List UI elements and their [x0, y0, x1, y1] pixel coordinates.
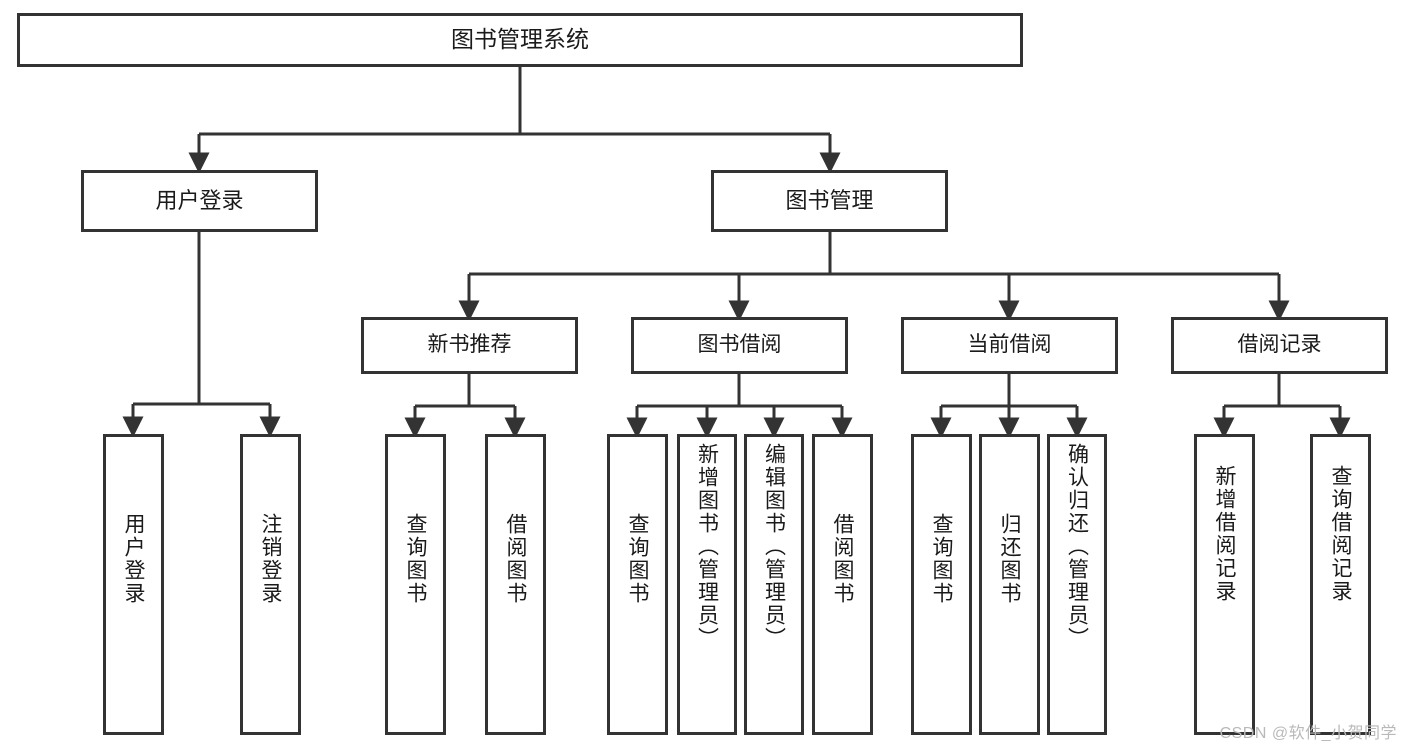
leaf-new-book-query-books[interactable]: 查询图书 [385, 434, 446, 735]
node-label: 新增图书（管理员） [695, 443, 719, 650]
leaf-user-login-login[interactable]: 用户登录 [103, 434, 164, 735]
leaf-current-borrow-confirm-return-admin[interactable]: 确认归还（管理员） [1047, 434, 1107, 735]
node-label: 查询图书 [626, 513, 649, 605]
node-book-borrowing[interactable]: 图书借阅 [631, 317, 848, 374]
leaf-current-borrow-query-books[interactable]: 查询图书 [911, 434, 972, 735]
node-label: 新书推荐 [427, 333, 512, 357]
node-current-borrowing[interactable]: 当前借阅 [901, 317, 1118, 374]
node-new-book-recommendation[interactable]: 新书推荐 [361, 317, 578, 374]
leaf-new-book-borrow-books[interactable]: 借阅图书 [485, 434, 546, 735]
leaf-book-borrow-add-book-admin[interactable]: 新增图书（管理员） [677, 434, 737, 735]
node-book-management[interactable]: 图书管理 [711, 170, 948, 232]
node-label: 注销登录 [259, 513, 282, 605]
leaf-book-borrow-edit-book-admin[interactable]: 编辑图书（管理员） [744, 434, 804, 735]
node-label: 确认归还（管理员） [1065, 443, 1089, 650]
node-label: 用户登录 [155, 188, 244, 214]
node-label: 图书管理 [785, 188, 874, 214]
node-user-login[interactable]: 用户登录 [81, 170, 318, 232]
node-label: 查询图书 [930, 513, 953, 605]
leaf-book-borrow-query-books[interactable]: 查询图书 [607, 434, 668, 735]
node-label: 借阅图书 [831, 513, 854, 605]
node-label: 用户登录 [122, 513, 145, 605]
node-label: 当前借阅 [967, 333, 1052, 357]
leaf-book-borrow-borrow-books[interactable]: 借阅图书 [812, 434, 873, 735]
node-label: 查询借阅记录 [1329, 465, 1352, 603]
node-label: 归还图书 [998, 513, 1021, 605]
node-label: 图书借阅 [697, 333, 782, 357]
node-borrowing-record[interactable]: 借阅记录 [1171, 317, 1388, 374]
leaf-current-borrow-return-books[interactable]: 归还图书 [979, 434, 1040, 735]
node-label: 新增借阅记录 [1213, 465, 1236, 603]
node-label: 借阅记录 [1237, 333, 1322, 357]
node-label: 查询图书 [404, 513, 427, 605]
csdn-watermark: CSDN @软件_小贺同学 [1219, 725, 1397, 742]
node-root-book-management-system[interactable]: 图书管理系统 [17, 13, 1023, 67]
node-label: 图书管理系统 [451, 26, 589, 53]
leaf-user-login-logout[interactable]: 注销登录 [240, 434, 301, 735]
leaf-borrow-record-query-record[interactable]: 查询借阅记录 [1310, 434, 1371, 735]
node-label: 编辑图书（管理员） [762, 443, 786, 650]
leaf-borrow-record-add-record[interactable]: 新增借阅记录 [1194, 434, 1255, 735]
node-label: 借阅图书 [504, 513, 527, 605]
